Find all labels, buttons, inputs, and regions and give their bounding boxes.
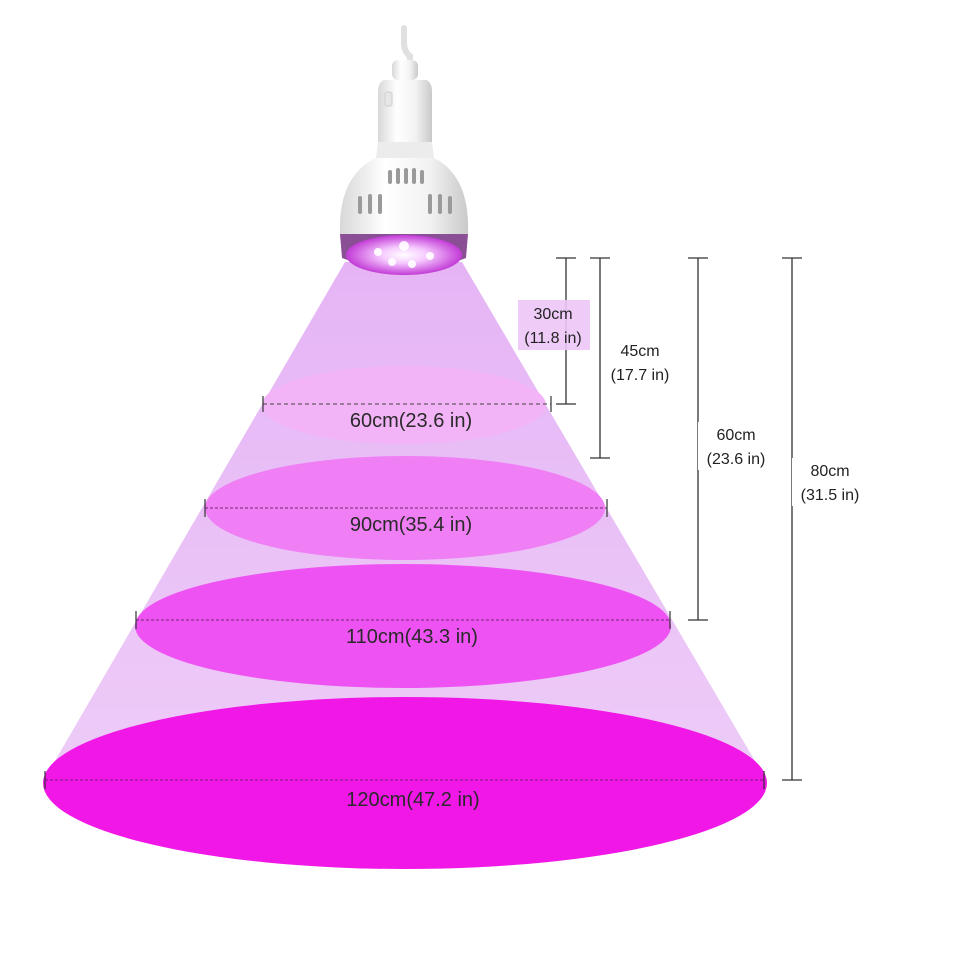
height-45-imperial: (17.7 in) <box>611 367 670 384</box>
socket-top <box>392 60 418 80</box>
spot-120: 120cm(47.2 in) <box>43 697 767 869</box>
height-80-metric: 80cm <box>810 463 849 480</box>
spot-60: 60cm(23.6 in) <box>262 366 552 444</box>
bulb-heatsink <box>339 158 469 234</box>
height-80-imperial: (31.5 in) <box>801 487 860 504</box>
spot-90-label: 90cm(35.4 in) <box>350 514 472 536</box>
height-80: 80cm (31.5 in) <box>782 257 868 781</box>
led-chips <box>374 241 434 268</box>
height-45-metric: 45cm <box>620 343 659 360</box>
socket-switch <box>384 91 393 107</box>
spot-60-area <box>262 366 546 444</box>
spot-110-label: 110cm(43.3 in) <box>346 626 478 648</box>
height-30-metric: 30cm <box>533 306 572 323</box>
spot-120-area <box>43 697 767 869</box>
power-cord <box>401 25 413 75</box>
socket-base <box>376 142 434 158</box>
socket-body <box>378 80 432 142</box>
spot-90: 90cm(35.4 in) <box>204 456 608 560</box>
height-60: 60cm (23.6 in) <box>688 257 774 621</box>
height-30-imperial: (11.8 in) <box>524 330 582 347</box>
height-80-label-bg <box>792 458 868 506</box>
lamp <box>339 25 469 275</box>
heatsink-vents <box>358 168 452 214</box>
spot-60-label: 60cm(23.6 in) <box>350 410 472 432</box>
height-30-label-bg <box>518 300 590 350</box>
spot-110: 110cm(43.3 in) <box>135 564 671 688</box>
spot-110-area <box>135 564 671 688</box>
height-60-metric: 60cm <box>716 427 755 444</box>
spot-120-label: 120cm(47.2 in) <box>346 789 479 811</box>
led-face <box>346 235 462 275</box>
height-30: 30cm (11.8 in) <box>518 257 590 405</box>
height-60-label-bg <box>698 422 774 470</box>
height-45: 45cm (17.7 in) <box>590 257 678 459</box>
height-45-label-bg <box>602 338 678 386</box>
height-60-imperial: (23.6 in) <box>707 451 766 468</box>
